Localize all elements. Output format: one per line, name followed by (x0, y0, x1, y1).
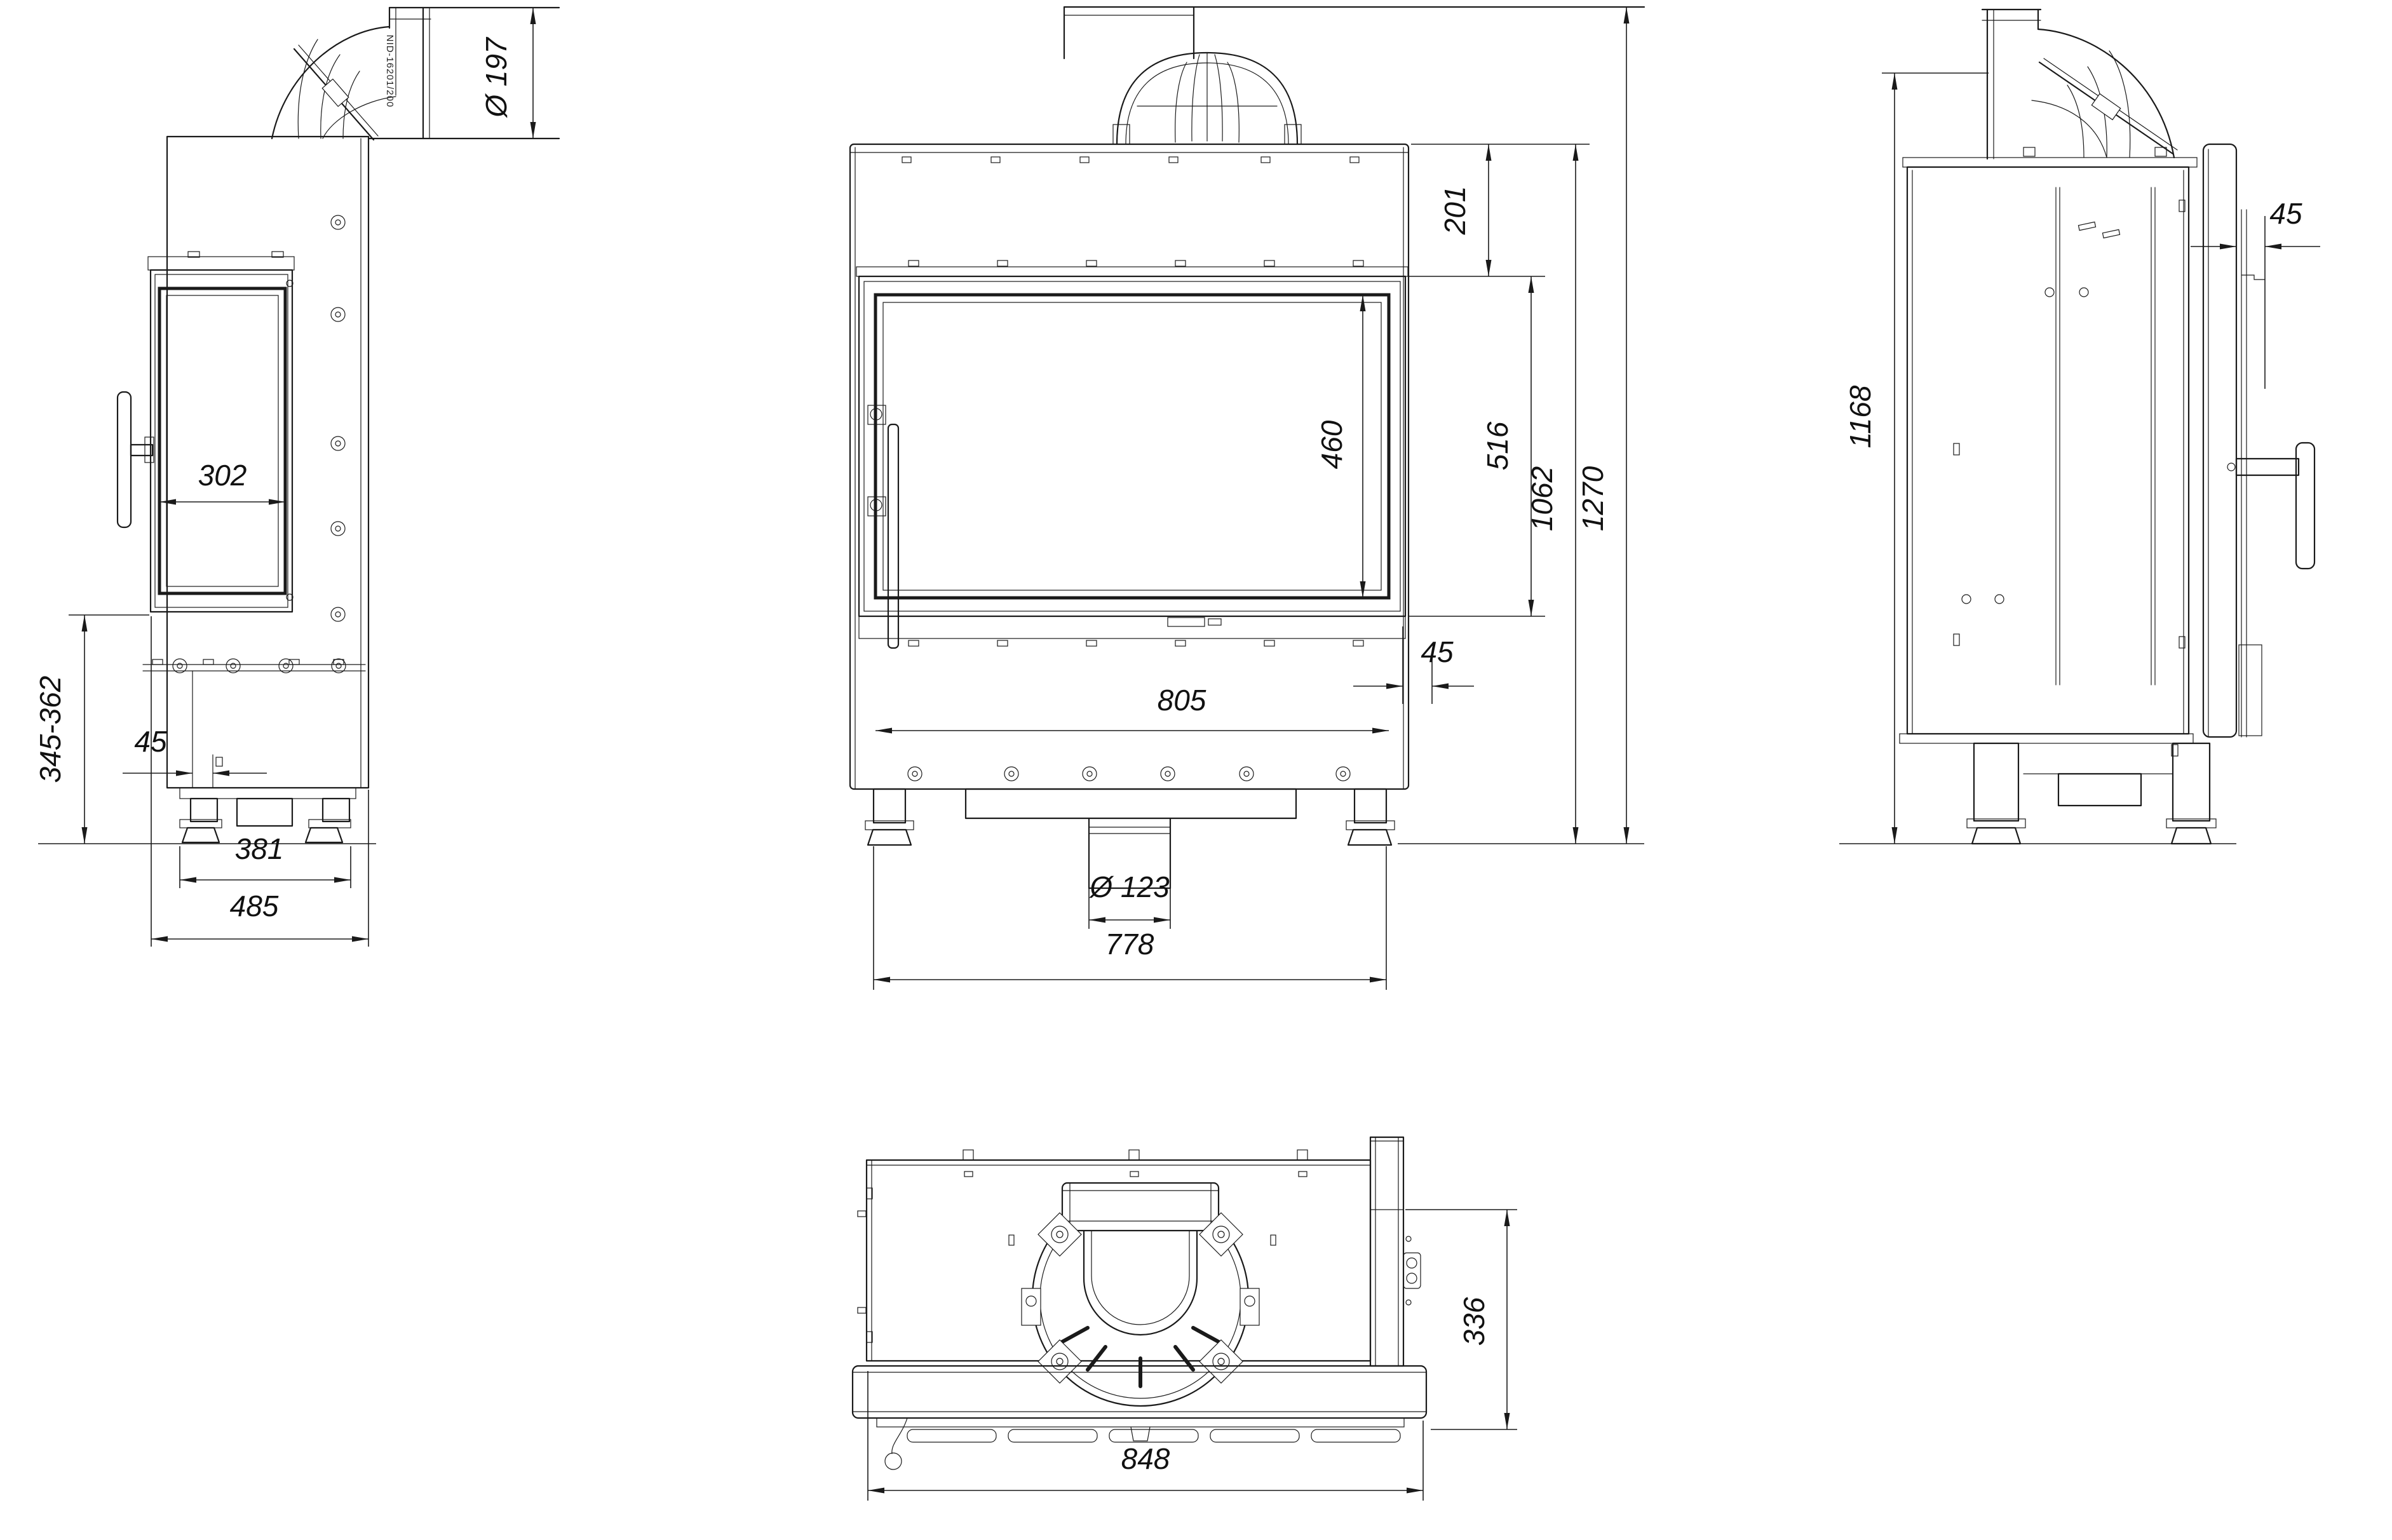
side-door-left-view (116, 251, 295, 613)
right-side-view: 1168 45 (1839, 8, 2320, 845)
top-plan-view: 336 848 (851, 1136, 1517, 1501)
dim-overall-height: 1270 (1576, 466, 1609, 531)
base-left-view (179, 787, 356, 844)
front-frame-right-view (2202, 143, 2316, 738)
left-view-dimensions: Ø 197 302 345-362 45 381 485 (34, 8, 536, 947)
door-latch (867, 405, 900, 649)
dim-body-height: 1062 (1525, 466, 1558, 531)
screw-mark (330, 215, 346, 230)
flue-stub-top (1061, 1182, 1220, 1232)
part-marking-label: NID-16201/200 (384, 35, 395, 108)
side-glass (158, 287, 287, 595)
dim-glass-height: 460 (1315, 420, 1348, 469)
dim-feet-spacing: 381 (235, 832, 284, 865)
door-handle (2295, 442, 2316, 570)
dim-front-glass-offset: 45 (2269, 197, 2302, 230)
adjustable-foot (181, 827, 220, 844)
bottom-latch (1167, 617, 1205, 627)
bolt-plates (1008, 1212, 1276, 1384)
adjustable-foot (304, 827, 344, 844)
collar-vanes (1060, 1326, 1220, 1388)
flue-elbow-right (1981, 8, 2178, 160)
right-view-dimensions: 1168 45 (1839, 72, 2320, 844)
dim-top-to-door: 201 (1438, 186, 1471, 236)
base-right-view (1966, 742, 2217, 845)
left-side-view: NID-16201/200 (34, 6, 560, 947)
front-door (856, 260, 1409, 649)
adjustable-foot (2170, 827, 2212, 845)
dim-door-height: 516 (1481, 421, 1514, 470)
adjustable-foot (1971, 827, 2022, 845)
body-right-view (1899, 157, 2198, 744)
dim-overall-depth: 485 (230, 889, 279, 922)
front-view-dimensions: 460 805 201 516 1062 1270 45 Ø 123 (873, 7, 1644, 990)
dim-overall-width: 848 (1121, 1442, 1170, 1475)
top-front-bar (851, 1365, 1428, 1470)
dim-floor-to-flue: 1168 (1844, 385, 1877, 448)
dim-glass-width: 805 (1158, 684, 1206, 717)
adjustable-foot (867, 828, 912, 846)
dim-floor-to-door: 345-362 (34, 676, 67, 783)
top-body-plate (857, 1149, 1372, 1362)
dim-front-feet-spacing: 778 (1105, 928, 1154, 961)
top-side-wing (1369, 1136, 1421, 1367)
wing-latch (1403, 1252, 1421, 1289)
top-view-dimensions: 336 848 (867, 1209, 1517, 1501)
dim-side-glass-width: 302 (198, 459, 247, 492)
flue-cowl-front (1112, 51, 1302, 145)
handle-arm (130, 443, 154, 457)
dim-air-inlet-diameter: Ø 123 (1088, 870, 1170, 903)
flue-elbow-left: NID-16201/200 (271, 6, 560, 141)
handle-arm (2235, 457, 2300, 476)
control-chain (891, 1417, 908, 1454)
base-front-view (865, 766, 1395, 889)
dim-door-edge-offset: 45 (1421, 635, 1454, 668)
dim-side-glass-depth: 336 (1457, 1297, 1490, 1346)
adjustable-foot (1347, 828, 1393, 846)
front-view: 460 805 201 516 1062 1270 45 Ø 123 (849, 6, 1645, 990)
dim-flue-diameter: Ø 197 (480, 37, 513, 119)
door-handle (116, 391, 132, 529)
front-glass (874, 293, 1391, 600)
